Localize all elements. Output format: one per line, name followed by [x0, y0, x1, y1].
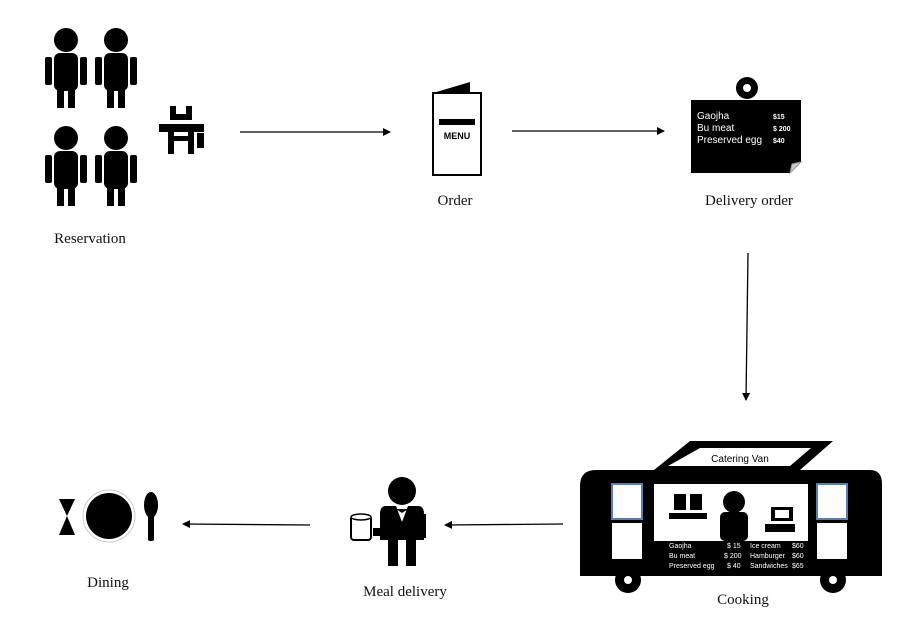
- flow-arrow: [742, 252, 751, 401]
- catering-van-icon: Catering Van Gaojha $ 15 Bu meat $ 200 P…: [580, 441, 882, 593]
- chair-icon: [159, 106, 204, 154]
- van-menu-price: $ 40: [727, 563, 741, 570]
- flow-arrow: [182, 520, 311, 529]
- van-menu-price: $60: [792, 553, 804, 560]
- van-menu-item: Preserved egg: [669, 563, 715, 570]
- menu-card-icon: MENU: [432, 82, 482, 176]
- board-item-price: $ 200: [773, 126, 791, 133]
- van-menu-item: Bu meat: [669, 553, 695, 560]
- step-label-dining: Dining: [87, 575, 129, 591]
- dining-set-icon: [59, 489, 158, 543]
- board-item-name: Gaojha: [697, 111, 730, 122]
- van-menu-price: $65: [792, 563, 804, 570]
- step-label-reservation: Reservation: [54, 231, 126, 247]
- step-label-meal-delivery: Meal delivery: [363, 584, 447, 600]
- board-item-name: Preserved egg: [697, 135, 762, 146]
- board-item-price: $40: [773, 138, 785, 145]
- menu-card-label: MENU: [444, 131, 471, 141]
- step-label-delivery-order: Delivery order: [705, 193, 793, 209]
- van-menu-price: $ 200: [724, 553, 742, 560]
- van-menu-item: Ice cream: [750, 543, 781, 550]
- van-wheel-icon: [615, 567, 641, 593]
- step-label-order: Order: [437, 193, 473, 209]
- van-wheel-icon: [820, 567, 846, 593]
- van-menu-item: Sandwiches: [750, 563, 788, 570]
- flow-arrow: [444, 520, 564, 529]
- van-menu-item: Hamburger: [750, 553, 786, 560]
- step-label-cooking: Cooking: [717, 592, 769, 608]
- van-menu-price: $60: [792, 543, 804, 550]
- waiter-icon: [350, 477, 426, 566]
- people-group-icon: [45, 28, 137, 206]
- delivery-order-board-icon: Gaojha $15 Bu meat $ 200 Preserved egg $…: [691, 77, 803, 175]
- board-item-name: Bu meat: [697, 123, 734, 134]
- van-menu-price: $ 15: [727, 543, 741, 550]
- board-item-price: $15: [773, 114, 785, 121]
- van-sign-text: Catering Van: [711, 454, 769, 465]
- van-menu-item: Gaojha: [669, 543, 692, 550]
